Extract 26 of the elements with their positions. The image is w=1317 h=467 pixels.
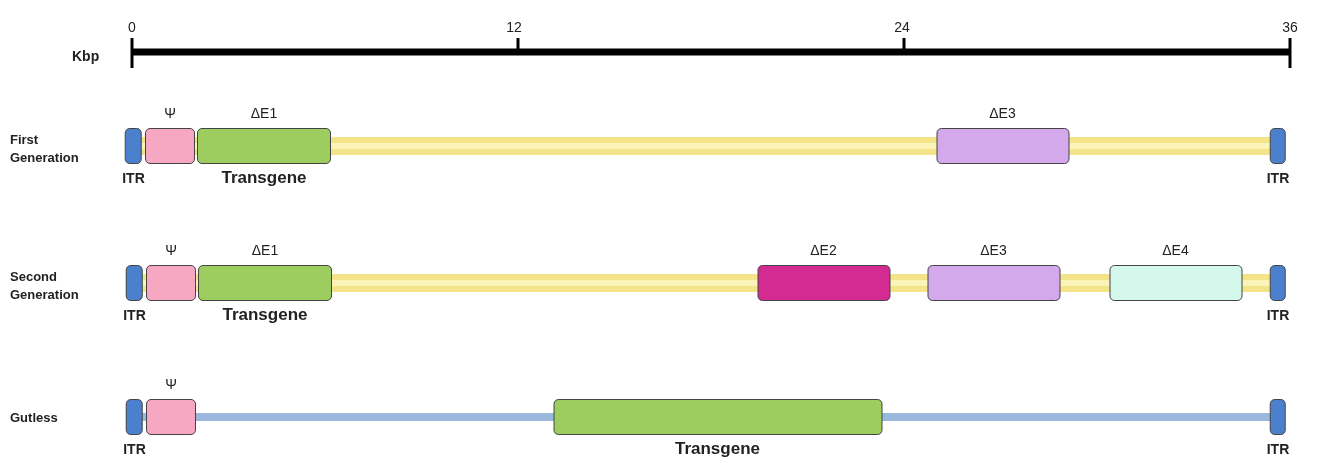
segment-label: ΔE1	[251, 242, 279, 258]
segment-label: ΔE2	[810, 242, 837, 258]
segment-label: Ψ	[165, 242, 177, 258]
segment-label: Transgene	[674, 439, 760, 458]
segment-label: ΔE4	[1162, 242, 1189, 258]
tick-label: 12	[506, 18, 522, 36]
tick-label: 24	[894, 18, 910, 36]
segment-label: ITR	[122, 170, 145, 186]
tick-label: 0	[128, 18, 136, 36]
segment-label: ITR	[1266, 170, 1290, 186]
row-label: Gutless	[10, 409, 59, 427]
segment-label: ITR	[1266, 441, 1290, 457]
segment-label: Ψ	[164, 105, 176, 121]
segment-label: ITR	[123, 441, 146, 457]
row-label: First Generation	[10, 131, 80, 167]
row-label: Second Generation	[10, 268, 80, 304]
segment-label: Transgene	[221, 168, 307, 187]
segment-label: ΔE1	[250, 105, 278, 121]
tick-label: 36	[1282, 18, 1298, 36]
segment-label: ITR	[123, 307, 146, 323]
segment-label: ΔE3	[989, 105, 1016, 121]
segment-label: Ψ	[165, 376, 177, 392]
axis-unit-label: Kbp	[72, 47, 100, 65]
segment-label: ΔE3	[980, 242, 1007, 258]
segment-label: ITR	[1266, 307, 1290, 323]
segment-label: Transgene	[222, 305, 308, 324]
